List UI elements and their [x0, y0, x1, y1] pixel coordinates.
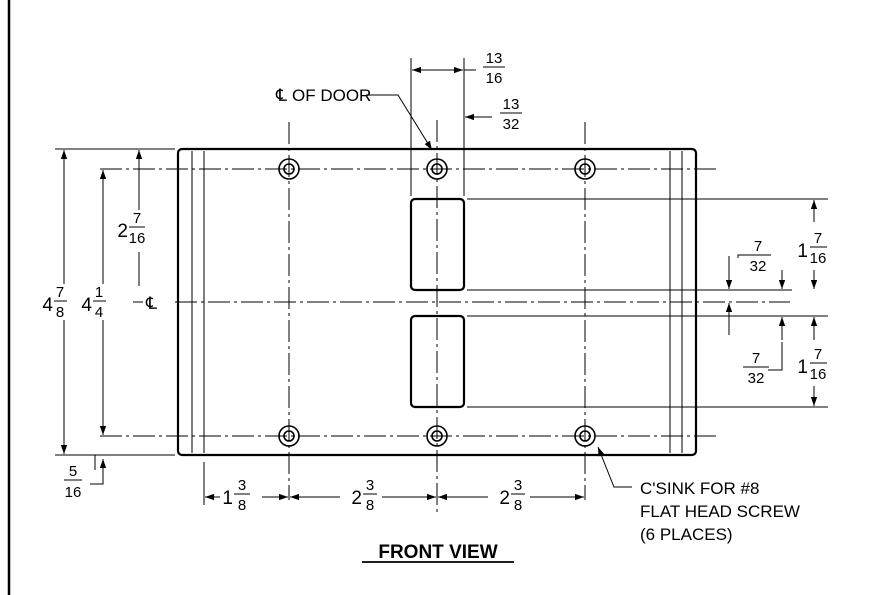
dim-lower-gap-num: 7	[752, 350, 760, 367]
dim-hole-span-num: 1	[95, 284, 103, 301]
dim-hole-to-center-whole: 2	[117, 221, 128, 242]
dim-hole-spacing-left-den: 8	[366, 497, 374, 514]
dim-hole-span-den: 4	[95, 304, 103, 321]
dim-hole-spacing-left-whole: 2	[351, 488, 362, 509]
dim-hole-to-center-den: 16	[129, 230, 146, 247]
dim-hole-to-center: 2 7 16	[117, 210, 145, 247]
dim-hole-spacing-right: 2 3 8	[499, 477, 525, 514]
dim-left-hole-offset-num: 3	[238, 477, 246, 494]
dim-overall-height-num: 7	[56, 284, 64, 301]
dim-hole-spacing-right-num: 3	[514, 477, 522, 494]
dim-upper-gap-den: 32	[750, 258, 767, 275]
hole-top-right	[574, 158, 596, 180]
dim-left-hole-offset-whole: 1	[222, 488, 233, 509]
hole-top-center	[426, 158, 448, 180]
dim-hole-spacing-left-num: 3	[366, 477, 374, 494]
dim-top-width: 13 16	[483, 50, 505, 87]
dim-upper-slot-height-num: 7	[814, 230, 822, 247]
dim-lower-slot-height-num: 7	[814, 346, 822, 363]
dim-bottom-offset: 5 16	[64, 463, 82, 501]
centerline-door-symbol: ℄	[275, 86, 287, 105]
csink-leader	[597, 446, 632, 488]
dim-top-width-num: 13	[486, 50, 503, 67]
dim-top-width-den: 16	[486, 70, 503, 87]
dim-bottom-offset-num: 5	[69, 463, 77, 480]
dim-hole-span-whole: 4	[81, 295, 92, 316]
dim-overall-height-whole: 4	[42, 295, 53, 316]
dim-hole-spacing-right-den: 8	[514, 497, 522, 514]
dim-upper-slot-height-whole: 1	[797, 241, 808, 262]
dim-upper-gap-num: 7	[754, 238, 762, 255]
dim-upper-slot-height-den: 16	[810, 250, 827, 267]
lower-gap-leader	[768, 342, 783, 371]
dim-hole-to-center-num: 7	[133, 210, 141, 227]
csink-line-2: FLAT HEAD SCREW	[640, 502, 800, 521]
dim-lower-slot-height-whole: 1	[797, 357, 808, 378]
hole-bottom-right	[574, 425, 596, 447]
upper-slot	[409, 197, 466, 292]
dim-hole-spacing-right-whole: 2	[499, 488, 510, 509]
bottom-offset-leader	[90, 459, 107, 485]
centerline-symbol: ℄	[145, 294, 157, 313]
csink-line-1: C'SINK FOR #8	[640, 479, 759, 498]
centerline-door-text: OF DOOR	[292, 86, 371, 105]
dim-top-offset: 13 32	[500, 96, 522, 133]
lower-slot	[409, 314, 466, 409]
hole-top-left	[278, 158, 300, 180]
dim-upper-slot-height: 1 7 16	[797, 230, 827, 267]
dim-lower-slot-height: 1 7 16	[797, 346, 827, 383]
dim-lower-slot-height-den: 16	[810, 366, 827, 383]
centerline-door-label: ℄ OF DOOR	[275, 86, 371, 105]
dim-overall-height: 4 7 8	[42, 284, 67, 321]
dim-hole-spacing-left: 2 3 8	[351, 477, 377, 514]
dim-lower-gap: 7 32	[743, 350, 769, 387]
csink-line-3: (6 PLACES)	[640, 525, 733, 544]
hole-bottom-center	[426, 425, 448, 447]
view-title: FRONT VIEW	[378, 542, 497, 563]
dim-lower-gap-den: 32	[748, 370, 765, 387]
dim-bottom-offset-den: 16	[65, 484, 82, 501]
dim-top-offset-den: 32	[503, 116, 520, 133]
dim-hole-span: 4 1 4	[81, 284, 106, 321]
dim-top-offset-num: 13	[503, 96, 520, 113]
dim-left-hole-offset: 1 3 8	[222, 477, 250, 514]
dim-upper-gap: 7 32	[745, 238, 771, 275]
dim-overall-height-den: 8	[56, 304, 64, 321]
csink-callout: C'SINK FOR #8 FLAT HEAD SCREW (6 PLACES)	[640, 479, 800, 544]
centerline-door-leader	[366, 94, 433, 151]
dim-left-hole-offset-den: 8	[238, 497, 246, 514]
hole-bottom-left	[278, 425, 300, 447]
